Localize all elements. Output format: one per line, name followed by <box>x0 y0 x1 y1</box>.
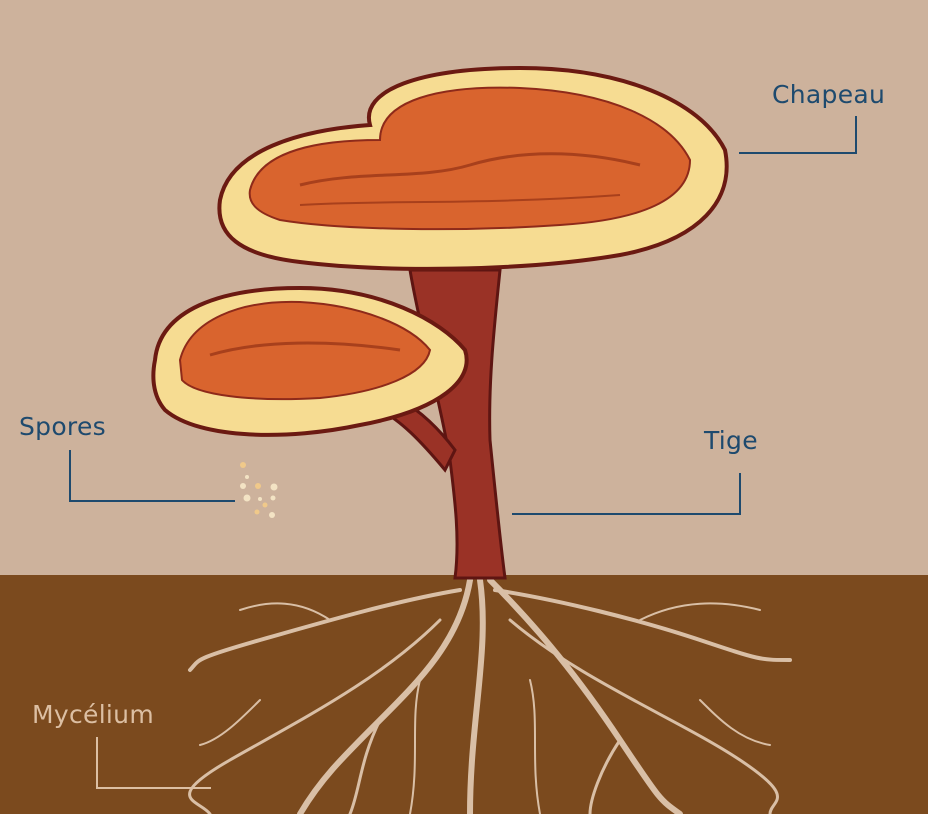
label-tige: Tige <box>704 426 758 455</box>
label-chapeau: Chapeau <box>772 80 886 109</box>
lower-cap <box>151 285 469 437</box>
mycelium-leader-line <box>96 737 211 789</box>
tige-leader-line <box>512 473 741 515</box>
chapeau-leader-line <box>739 116 857 154</box>
label-spores: Spores <box>19 412 106 441</box>
mycelium-roots <box>188 577 792 814</box>
spores-leader-line <box>69 450 235 502</box>
soil-layer <box>0 575 928 814</box>
label-mycelium: Mycélium <box>32 700 154 729</box>
spores-dots <box>240 462 278 518</box>
upper-cap <box>217 65 729 271</box>
